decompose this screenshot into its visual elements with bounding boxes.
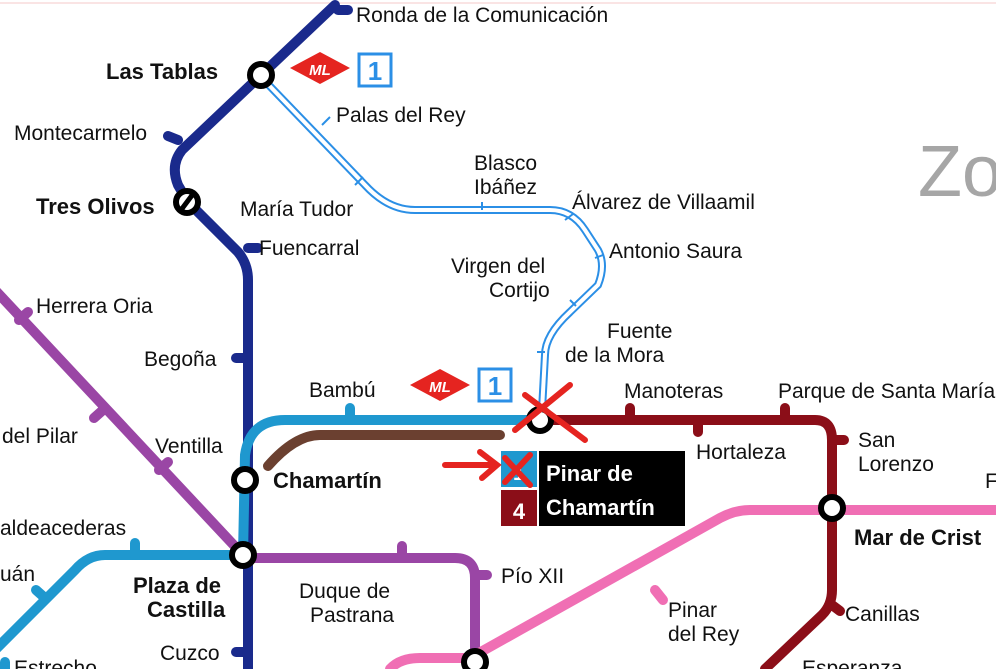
label-alvarez: Álvarez de Villaamil: [572, 191, 755, 214]
label-manoteras: Manoteras: [624, 380, 723, 403]
label-cuzco: Cuzco: [160, 642, 220, 665]
label-virgen-1: Virgen del: [451, 255, 545, 278]
label-blasco-1: Blasco: [474, 152, 537, 175]
closed-station-slash-icon: [179, 192, 195, 212]
label-maria-tudor: María Tudor: [240, 198, 353, 221]
label-ventilla: Ventilla: [155, 435, 223, 458]
label-fuente-2: de la Mora: [565, 344, 665, 367]
label-chamartin: Chamartín: [273, 468, 382, 493]
arrow-right-icon: [442, 449, 502, 481]
label-pio-xii: Pío XII: [501, 565, 564, 588]
label-las-tablas: Las Tablas: [106, 59, 218, 84]
pinar-label-line2: Chamartín: [546, 495, 655, 520]
label-plaza-1: Plaza de: [133, 573, 221, 598]
label-duque-2: Pastrana: [310, 604, 394, 627]
label-herrera-oria: Herrera Oria: [36, 295, 153, 318]
label-valdeacederas: aldeacederas: [0, 517, 126, 540]
cross-out-icon: [502, 452, 533, 488]
zone-label: Zo: [918, 132, 996, 212]
station-las-tablas[interactable]: [247, 61, 275, 89]
label-fuencarral: Fuencarral: [259, 237, 359, 260]
label-blasco-2: Ibáñez: [474, 176, 537, 199]
label-palas: Palas del Rey: [336, 104, 466, 127]
label-pinar-rey-2: del Rey: [668, 623, 740, 646]
label-estrecho: Estrecho: [14, 657, 97, 669]
label-parque: Parque de Santa María: [778, 380, 995, 403]
metro-ligero-1-line[interactable]: [259, 75, 606, 411]
label-pinar-rey-1: Pinar: [668, 599, 717, 622]
line-5[interactable]: [385, 505, 996, 669]
pinar-label-line1: Pinar de: [546, 461, 633, 486]
label-tres-olivos: Tres Olivos: [36, 194, 155, 219]
label-bambu: Bambú: [309, 379, 376, 402]
line-9[interactable]: [0, 288, 492, 669]
label-f-partial: F: [985, 470, 996, 493]
pinar-de-chamartin-label-box: 1 4 Pinar de Chamartín: [501, 451, 685, 526]
label-duque-1: Duque de: [299, 580, 390, 603]
label-san-1: San: [858, 429, 895, 452]
svg-text:1: 1: [488, 371, 502, 401]
cercanias-line[interactable]: [263, 430, 505, 471]
label-antonio-saura: Antonio Saura: [609, 240, 742, 263]
label-canillas: Canillas: [845, 603, 920, 626]
svg-text:1: 1: [368, 56, 382, 86]
label-san-2: Lorenzo: [858, 453, 934, 476]
station-mar-de-cristal[interactable]: [818, 494, 846, 522]
station-plaza-de-castilla[interactable]: [229, 541, 257, 569]
annotation-marks: [442, 382, 588, 488]
svg-text:ML: ML: [429, 379, 451, 396]
label-ronda: Ronda de la Comunicación: [356, 4, 608, 27]
label-begona: Begoña: [144, 348, 217, 371]
label-fuente-1: Fuente: [607, 320, 672, 343]
svg-text:ML: ML: [309, 62, 331, 79]
label-virgen-2: Cortijo: [489, 279, 550, 302]
line4-badge: 4: [513, 499, 526, 524]
label-esperanza: Esperanza: [802, 657, 903, 669]
label-hortaleza: Hortaleza: [696, 441, 786, 464]
ml1-badge: 1: [357, 52, 393, 88]
ml-logo-icon: ML: [410, 369, 470, 401]
station-chamartin[interactable]: [231, 466, 259, 494]
cross-out-icon: [512, 382, 588, 443]
station-bottom[interactable]: [461, 648, 489, 669]
label-tetuan: uán: [0, 563, 35, 586]
line-10[interactable]: [163, 0, 353, 669]
label-pilar: del Pilar: [2, 425, 78, 448]
ml-logo-icon: ML: [290, 52, 350, 84]
label-plaza-2: Castilla: [147, 597, 226, 622]
line-1[interactable]: [0, 403, 545, 669]
label-montecarmelo: Montecarmelo: [14, 122, 147, 145]
ml1-badge: 1: [477, 367, 513, 403]
label-mar-de-cristal: Mar de Crist: [854, 525, 982, 550]
